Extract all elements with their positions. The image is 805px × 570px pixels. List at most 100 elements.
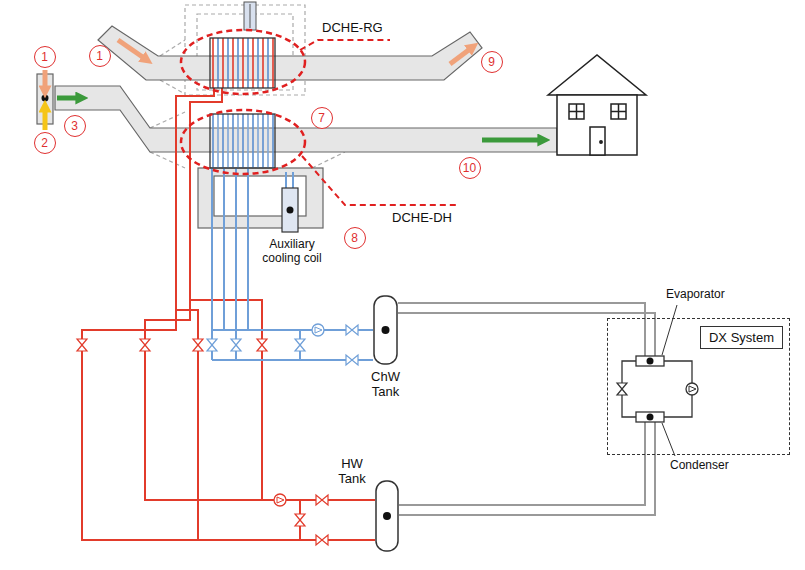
pump-symbol — [312, 324, 324, 336]
valve-symbol — [346, 355, 358, 365]
pump-symbol — [274, 494, 286, 506]
callout-number: 10 — [459, 157, 481, 179]
house-window — [611, 104, 626, 119]
valve-symbol — [193, 339, 203, 351]
leader-line — [300, 40, 390, 50]
condenser — [636, 412, 664, 422]
fan-vent — [244, 2, 256, 30]
valve-symbol — [316, 535, 328, 545]
chilled-water-piping — [212, 168, 373, 360]
tank-dot — [382, 326, 390, 334]
valve-symbol — [295, 514, 305, 526]
mixing-point — [42, 95, 49, 102]
house-icon — [548, 55, 646, 155]
node-label: DX System — [700, 326, 783, 349]
valve-symbol — [140, 339, 150, 351]
tank-shape — [374, 296, 397, 364]
duct-splay — [150, 152, 185, 168]
dehumidifier-coil — [210, 114, 275, 168]
bypass-duct — [198, 168, 323, 228]
callout-number: 8 — [344, 227, 366, 249]
fan-vent-line — [250, 4, 251, 28]
house-window — [569, 104, 584, 119]
auxiliary-cooling-coil — [282, 188, 298, 232]
house-window-bars — [569, 104, 584, 119]
hot-water-pipe — [82, 88, 375, 540]
component-label: DCHE-DH — [392, 210, 452, 225]
tank-dot — [383, 512, 391, 520]
valve-symbol — [231, 339, 241, 351]
house-roof — [548, 55, 646, 95]
airflow-arrow — [43, 70, 48, 88]
chilled-water-pipe — [285, 172, 287, 188]
node-label: HW Tank — [334, 456, 370, 486]
callout-number: 1 — [89, 45, 111, 67]
chilled-water-pipe — [235, 168, 237, 360]
airflow-arrow — [57, 96, 78, 101]
duct-splay — [150, 112, 185, 128]
chilled-water-pipe — [292, 172, 294, 188]
tank-outline — [373, 295, 398, 365]
highlight-group — [181, 30, 458, 205]
house-body — [557, 95, 637, 155]
auxiliary-coil-dot — [287, 207, 294, 214]
refrigerant-piping — [398, 313, 655, 515]
return-air-duct — [98, 26, 482, 80]
dx-loop — [622, 361, 636, 417]
highlight-ellipse — [181, 110, 305, 174]
refrigerant-pipe — [644, 422, 646, 455]
evaporator — [636, 356, 664, 366]
refrigerant-pipe — [398, 313, 655, 356]
regenerator-coil — [210, 38, 275, 88]
component-label: Auxiliary cooling coil — [256, 237, 328, 265]
tank-outline — [375, 480, 399, 552]
callout-number: 9 — [481, 51, 503, 73]
hw-tank: HW Tank — [375, 480, 399, 552]
house-window-bars — [611, 104, 626, 119]
duct-splay — [312, 152, 345, 168]
chilled-water-pipe — [211, 168, 213, 360]
refrigerant-connector — [398, 303, 645, 318]
chilled-water-fittings — [207, 324, 358, 365]
compressor-symbol — [686, 383, 698, 395]
airflow-arrow — [43, 110, 48, 130]
component-label: Condenser — [670, 458, 729, 472]
airflow-arrow — [482, 138, 540, 143]
duct-splay — [160, 80, 185, 94]
component-label: Evaporator — [666, 287, 725, 301]
hot-water-pipe — [145, 88, 375, 500]
valve-symbol — [207, 339, 217, 351]
expansion-valve — [617, 383, 627, 395]
leader-line — [662, 305, 677, 355]
refrigerant-pipe — [644, 318, 646, 356]
airflow-arrows — [45, 40, 540, 140]
highlight-ellipse — [181, 30, 305, 94]
node-label: ChW Tank — [364, 369, 408, 399]
component-label: DCHE-RG — [322, 20, 383, 35]
valve-symbol — [77, 339, 87, 351]
dx-system-box: DX System — [607, 318, 790, 455]
valve-symbol — [346, 325, 358, 335]
leader-line — [662, 423, 675, 456]
callout-number: 2 — [34, 132, 56, 154]
callout-number: 1 — [34, 46, 56, 68]
valve-symbol — [316, 495, 328, 505]
evaporator-dot — [647, 358, 654, 365]
tank-shape — [376, 481, 398, 551]
condenser-dot — [647, 414, 654, 421]
callout-number: 3 — [64, 115, 86, 137]
duct-splay — [160, 40, 185, 56]
hot-water-fittings — [77, 339, 328, 545]
house-door — [590, 127, 605, 155]
airflow-arrow — [118, 40, 144, 58]
house-door-knob — [600, 141, 602, 143]
leader-line — [302, 156, 458, 205]
callout-number: 7 — [311, 107, 333, 129]
airflow-arrow — [450, 49, 470, 64]
refrigerant-connector — [399, 455, 645, 505]
refrigerant-pipe — [399, 422, 655, 515]
chw-tank: ChW Tank — [373, 295, 398, 365]
hot-water-pipe — [176, 310, 198, 540]
